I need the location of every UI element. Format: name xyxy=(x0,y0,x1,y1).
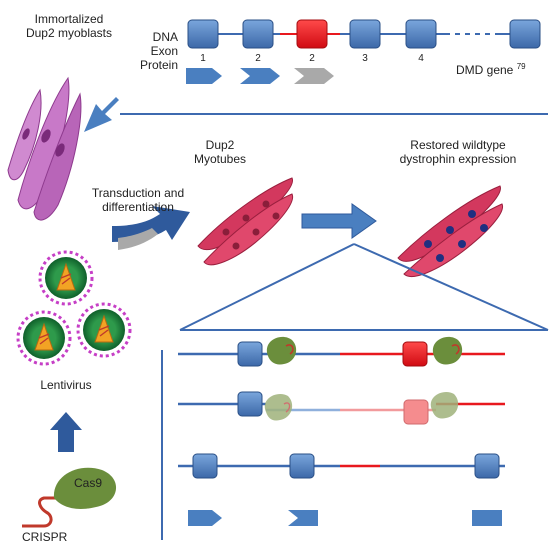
arrow-to-myoblasts xyxy=(84,97,119,132)
restored-myotubes xyxy=(397,185,504,278)
dmd-gene-superscript: 79 xyxy=(516,62,526,71)
exon-79 xyxy=(509,19,541,49)
transduction-label-line-2: differentiation xyxy=(102,200,174,214)
detail-row-2 xyxy=(178,391,505,425)
zoom-wedge xyxy=(179,243,549,331)
myoblasts-label: Immortalized Dup2 myoblasts xyxy=(4,12,134,40)
exon-1 xyxy=(187,19,219,49)
restored-label-line-1: Restored wildtype xyxy=(410,138,506,152)
arrow-up-to-lentivirus xyxy=(50,412,82,452)
lentivirus-label: Lentivirus xyxy=(40,378,92,392)
exon-number-2: 2 xyxy=(255,53,261,64)
legend-dna: DNA xyxy=(152,30,178,44)
dmd-gene-strip xyxy=(187,19,541,49)
exon-number-4: 4 xyxy=(418,53,424,64)
myoblasts-label-line-2: Dup2 myoblasts xyxy=(25,26,113,40)
exon-3 xyxy=(349,19,381,49)
myotubes-label-line-1: Dup2 xyxy=(205,138,235,152)
legend-protein: Protein xyxy=(139,58,178,72)
cas9-label: Cas9 xyxy=(73,476,102,490)
protein-block-2 xyxy=(240,68,280,84)
dmd-gene-text: DMD gene xyxy=(456,63,514,77)
protein-block-truncated xyxy=(294,68,334,84)
myoblast-cells xyxy=(7,76,82,221)
dmd-gene-label: DMD gene 79 xyxy=(456,60,548,77)
detail-row-1 xyxy=(178,336,505,367)
legend-exon: Exon xyxy=(150,44,178,58)
cas9-crispr xyxy=(22,467,117,528)
bottom-protein-blocks xyxy=(188,510,502,526)
restored-label-line-2: dystrophin expression xyxy=(399,152,517,166)
myotubes-label-line-2: Myotubes xyxy=(193,152,247,166)
restored-label: Restored wildtype dystrophin expression xyxy=(368,138,548,166)
exon-number-2-dup: 2 xyxy=(309,53,315,64)
detail-row-3 xyxy=(178,453,505,479)
exon-number-3: 3 xyxy=(362,53,368,64)
protein-blocks xyxy=(186,68,334,84)
arrow-to-restored xyxy=(301,203,377,239)
crispr-label: CRISPR xyxy=(22,530,68,544)
lentivirus-particles xyxy=(16,250,132,366)
myoblasts-label-line-1: Immortalized xyxy=(34,12,104,26)
transduction-label: Transduction and differentiation xyxy=(78,186,198,214)
exon-2 xyxy=(242,19,274,49)
transduction-label-line-1: Transduction and xyxy=(91,186,185,200)
dup2-myotubes xyxy=(197,177,294,266)
myotubes-label: Dup2 Myotubes xyxy=(180,138,260,166)
exon-4 xyxy=(405,19,437,49)
exon-2-duplicate xyxy=(296,19,328,49)
exon-number-1: 1 xyxy=(200,53,206,64)
gene-legend: DNA Exon Protein xyxy=(110,30,178,72)
protein-block-1 xyxy=(186,68,222,84)
transduction-arrow xyxy=(112,206,190,250)
